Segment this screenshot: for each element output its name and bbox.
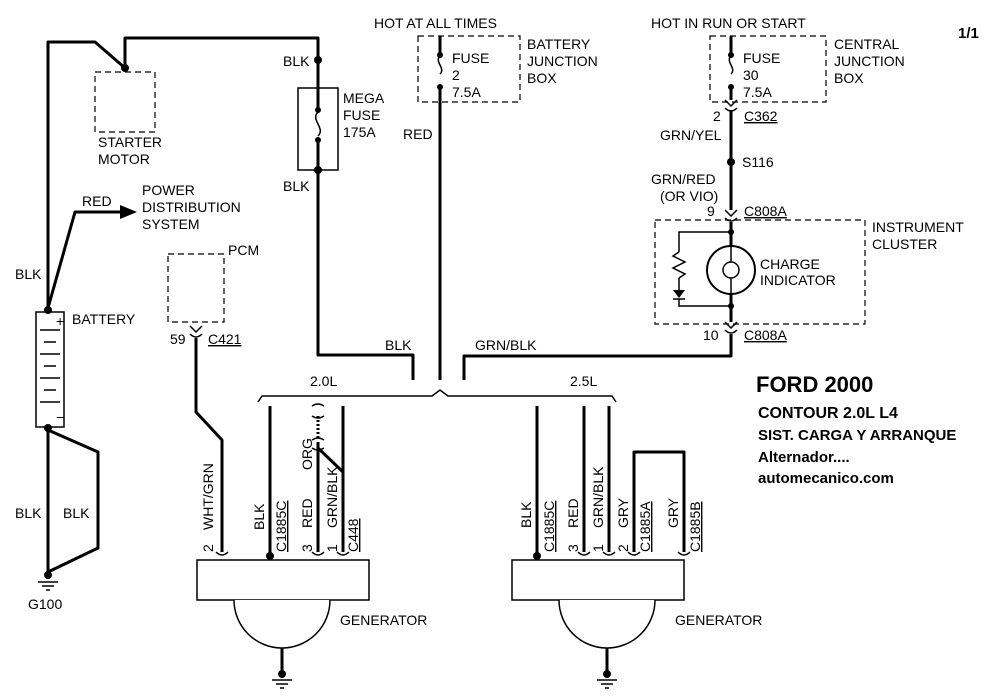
pin-2-gen25: 2 — [615, 544, 631, 552]
c808a-bot-pin: 10 — [703, 327, 719, 343]
wire-label-red-pds: RED — [82, 193, 112, 209]
central-junction-box — [709, 35, 827, 103]
wire-label-gry-2: GRY — [665, 497, 681, 528]
c1885a-label: C1885A — [637, 501, 653, 552]
ic-label-2: CLUSTER — [872, 236, 937, 252]
c421-label: C421 — [208, 331, 242, 347]
wire-label-or-vio: (OR VIO) — [660, 188, 718, 204]
c808a-bot-label: C808A — [744, 327, 787, 343]
bjb-label-1: BATTERY — [527, 36, 591, 52]
mega-fuse-label-1: MEGA — [343, 90, 385, 106]
c1885c-gen25: C1885C — [541, 501, 557, 552]
engine-25-label: 2.5L — [570, 373, 597, 389]
title-line-4: Alternador.... — [758, 449, 850, 466]
cjb-label-2: JUNCTION — [834, 53, 905, 69]
battery-starter-circuit — [44, 36, 415, 575]
wire-label-blk-mega-bot: BLK — [283, 178, 310, 194]
ground-label: G100 — [28, 596, 62, 612]
fuse2-label-2: 2 — [452, 67, 460, 83]
starter-label-1: STARTER — [98, 134, 162, 150]
wire-label-blk-splice: BLK — [385, 337, 412, 353]
wire-label-gry-1: GRY — [615, 497, 631, 528]
bjb-label-2: JUNCTION — [527, 53, 598, 69]
c362-pin: 2 — [713, 108, 721, 124]
battery-plus: + — [56, 313, 64, 329]
wire-label-blk-gen25: BLK — [518, 501, 534, 528]
pin-3-gen25: 3 — [565, 544, 581, 552]
wire-label-grn-blk-gen20: GRN/BLK — [324, 466, 340, 528]
pds-label-2: DISTRIBUTION — [142, 199, 241, 215]
fuse30-label-3: 7.5A — [743, 84, 772, 100]
wire-label-blk-ground-2: BLK — [63, 505, 90, 521]
wire-label-grn-red: GRN/RED — [651, 171, 716, 187]
ic-label-1: INSTRUMENT — [872, 219, 964, 235]
s116-label: S116 — [742, 154, 774, 170]
c1885b-label: C1885B — [687, 501, 703, 552]
generator-25-body — [511, 559, 685, 601]
wire-label-blk-ground-1: BLK — [15, 505, 42, 521]
wire-label-blk-battery: BLK — [15, 266, 42, 282]
pin-1-gen25: 1 — [590, 544, 606, 552]
hot-in-run: HOT IN RUN OR START — [651, 15, 806, 31]
charge-label-1: CHARGE — [760, 256, 820, 272]
title-line-2: CONTOUR 2.0L L4 — [758, 405, 898, 422]
wire-label-red-gen25: RED — [565, 498, 581, 528]
c362-label: C362 — [744, 108, 778, 124]
title-line-3: SIST. CARGA Y ARRANQUE — [758, 427, 956, 444]
charge-label-2: INDICATOR — [760, 272, 836, 288]
c1885c-gen20: C1885C — [273, 501, 289, 552]
pin-1-gen20: 1 — [324, 544, 340, 552]
wire-label-red-gen20: RED — [299, 498, 315, 528]
wire-label-grn-blk-gen25: GRN/BLK — [590, 466, 606, 528]
pin-3-gen20: 3 — [299, 544, 315, 552]
c448-label: C448 — [345, 518, 361, 552]
pds-label-3: SYSTEM — [142, 216, 200, 232]
wire-label-wht-grn: WHT/GRN — [200, 463, 216, 530]
wire-label-org: ORG — [299, 438, 315, 470]
battery-label: BATTERY — [72, 311, 136, 327]
generator-25-label: GENERATOR — [675, 612, 762, 628]
wire-label-grn-yel: GRN/YEL — [660, 127, 722, 143]
pcm-label: PCM — [228, 242, 259, 258]
starter-motor — [94, 71, 156, 133]
starter-label-2: MOTOR — [98, 151, 150, 167]
pcm-box — [167, 253, 225, 323]
mega-fuse-label-2: FUSE — [343, 107, 380, 123]
generator-20-label: GENERATOR — [340, 612, 427, 628]
battery — [35, 311, 65, 428]
title-line-5: automecanico.com — [758, 470, 894, 487]
wire-label-grn-blk-splice: GRN/BLK — [475, 337, 537, 353]
instrument-cluster — [654, 219, 866, 325]
mega-fuse-label-3: 175A — [343, 124, 376, 140]
c808a-top-label: C808A — [744, 203, 787, 219]
bjb-label-3: BOX — [527, 70, 557, 86]
fuse2-label-1: FUSE — [452, 50, 489, 66]
generator-20-wiring — [268, 403, 345, 556]
c808a-top-pin: 9 — [707, 203, 715, 219]
c421-pin: 59 — [170, 331, 186, 347]
ground-g100 — [38, 571, 58, 591]
pin-2-wht-grn: 2 — [200, 544, 216, 552]
fuse30-label-2: 30 — [743, 67, 759, 83]
hot-at-all-times: HOT AT ALL TIMES — [374, 15, 497, 31]
page-number: 1/1 — [958, 25, 979, 42]
title-line-1: FORD 2000 — [756, 372, 873, 397]
battery-junction-box — [417, 35, 521, 103]
fuse2-label-3: 7.5A — [452, 84, 481, 100]
fuse30-label-1: FUSE — [743, 50, 780, 66]
generator-20-body — [196, 559, 370, 601]
wire-label-red-fuse2: RED — [403, 126, 433, 142]
generator-25-wiring — [535, 406, 686, 556]
battery-minus: − — [56, 409, 64, 425]
cjb-label-1: CENTRAL — [834, 36, 900, 52]
wire-label-blk-gen20: BLK — [251, 503, 267, 530]
pds-label-1: POWER — [142, 182, 195, 198]
engine-20-label: 2.0L — [310, 373, 337, 389]
wire-label-blk-mega-top: BLK — [283, 53, 310, 69]
splice-s116 — [727, 158, 735, 166]
cjb-label-3: BOX — [834, 70, 864, 86]
